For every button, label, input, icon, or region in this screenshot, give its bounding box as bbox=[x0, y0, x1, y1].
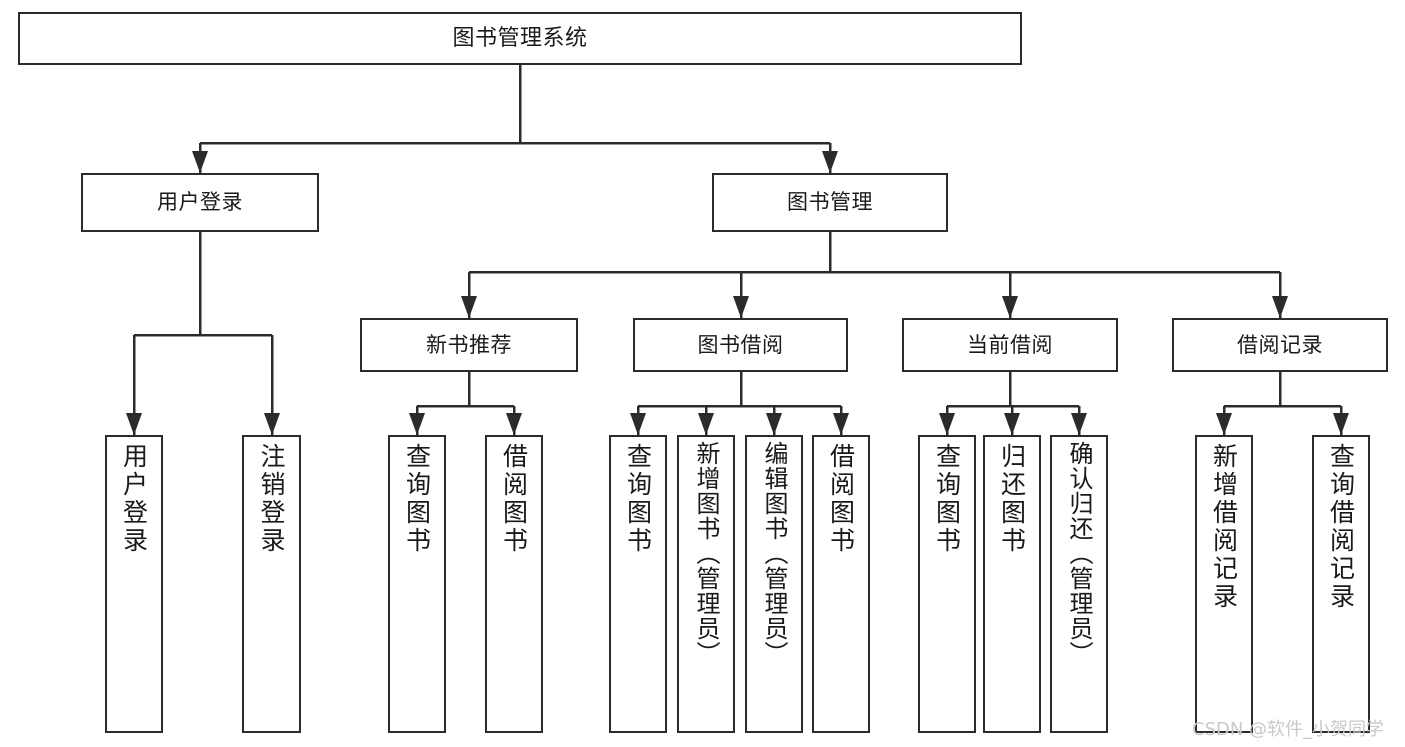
node-label: 图书管理 bbox=[787, 190, 873, 215]
node-label: 编辑图书（管理员） bbox=[760, 441, 788, 666]
node-label: 借阅图书 bbox=[826, 443, 856, 555]
node-leaf-borrow-book-1[interactable]: 借阅图书 bbox=[485, 435, 543, 733]
node-label: 图书借阅 bbox=[697, 332, 784, 357]
node-label: 查询图书 bbox=[402, 443, 432, 555]
node-borrow-record[interactable]: 借阅记录 bbox=[1172, 318, 1388, 372]
node-leaf-return-book[interactable]: 归还图书 bbox=[983, 435, 1041, 733]
node-book-manage[interactable]: 图书管理 bbox=[712, 173, 948, 232]
node-label: 借阅记录 bbox=[1237, 332, 1323, 357]
node-label: 新增借阅记录 bbox=[1209, 443, 1239, 611]
node-leaf-edit-book-admin[interactable]: 编辑图书（管理员） bbox=[745, 435, 803, 733]
node-leaf-query-borrow-record[interactable]: 查询借阅记录 bbox=[1312, 435, 1370, 733]
node-label: 用户登录 bbox=[119, 443, 149, 555]
node-label: 借阅图书 bbox=[499, 443, 529, 555]
node-book-borrow[interactable]: 图书借阅 bbox=[633, 318, 848, 372]
node-leaf-add-borrow-record[interactable]: 新增借阅记录 bbox=[1195, 435, 1253, 733]
node-label: 确认归还（管理员） bbox=[1065, 441, 1093, 666]
node-leaf-confirm-return-admin[interactable]: 确认归还（管理员） bbox=[1050, 435, 1108, 733]
node-label: 新书推荐 bbox=[426, 332, 512, 357]
node-label: 注销登录 bbox=[257, 443, 286, 555]
node-label: 查询图书 bbox=[623, 443, 653, 555]
node-label: 图书管理系统 bbox=[452, 25, 588, 51]
node-label: 查询借阅记录 bbox=[1326, 443, 1356, 611]
node-leaf-borrow-book-2[interactable]: 借阅图书 bbox=[812, 435, 870, 733]
csdn-watermark: CSDN @软件_小贺同学 bbox=[1192, 719, 1385, 740]
node-label: 归还图书 bbox=[997, 443, 1027, 555]
node-label: 用户登录 bbox=[157, 190, 243, 215]
node-leaf-user-login[interactable]: 用户登录 bbox=[105, 435, 163, 733]
node-leaf-query-book-1[interactable]: 查询图书 bbox=[388, 435, 446, 733]
node-leaf-query-book-3[interactable]: 查询图书 bbox=[918, 435, 976, 733]
node-root-图书管理系统[interactable]: 图书管理系统 bbox=[18, 12, 1022, 65]
node-leaf-logout[interactable]: 注销登录 bbox=[242, 435, 301, 733]
node-leaf-add-book-admin[interactable]: 新增图书（管理员） bbox=[677, 435, 735, 733]
node-user-login[interactable]: 用户登录 bbox=[81, 173, 319, 232]
node-current-borrow[interactable]: 当前借阅 bbox=[902, 318, 1118, 372]
node-new-book-recommend[interactable]: 新书推荐 bbox=[360, 318, 578, 372]
node-label: 查询图书 bbox=[932, 443, 962, 555]
node-label: 新增图书（管理员） bbox=[692, 441, 720, 666]
node-leaf-query-book-2[interactable]: 查询图书 bbox=[609, 435, 667, 733]
node-label: 当前借阅 bbox=[967, 332, 1053, 357]
